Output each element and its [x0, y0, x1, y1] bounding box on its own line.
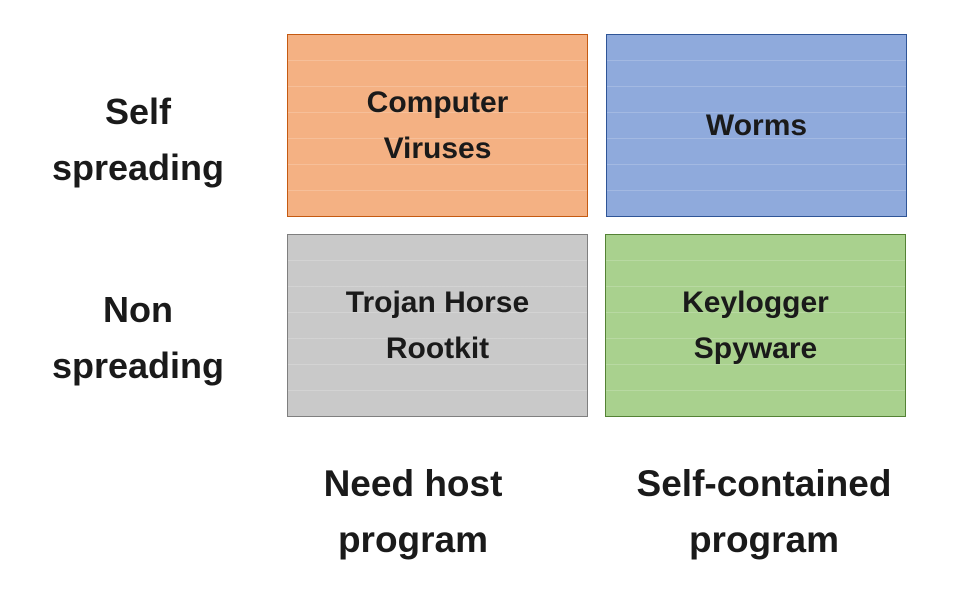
cell-text-line: Computer — [366, 85, 509, 119]
row-label-non-spreading: Non spreading — [8, 282, 268, 394]
row-label-line: Self — [104, 91, 172, 132]
row-label-line: Non — [103, 289, 173, 330]
row-label-line: spreading — [51, 147, 225, 188]
column-label-line: program — [688, 519, 840, 560]
row-label-self-spreading: Self spreading — [8, 84, 268, 196]
cell-worms: Worms — [606, 34, 907, 217]
column-label-need-host: Need host program — [248, 456, 578, 568]
row-label-line: spreading — [51, 345, 225, 386]
column-label-line: Self-contained — [636, 463, 892, 504]
cell-text-line: Rootkit — [385, 331, 490, 365]
cell-keylogger-spyware: Keylogger Spyware — [605, 234, 906, 417]
cell-computer-viruses: Computer Viruses — [287, 34, 588, 217]
cell-text-line: Trojan Horse — [345, 285, 530, 319]
cell-trojan-rootkit: Trojan Horse Rootkit — [287, 234, 588, 417]
cell-text-line: Viruses — [383, 131, 492, 165]
column-label-self-contained: Self-contained program — [599, 456, 929, 568]
cell-text-line: Spyware — [693, 331, 818, 365]
cell-text-line: Keylogger — [682, 285, 829, 319]
cell-text-line: Worms — [705, 108, 808, 142]
column-label-line: program — [337, 519, 489, 560]
column-label-line: Need host — [323, 463, 503, 504]
